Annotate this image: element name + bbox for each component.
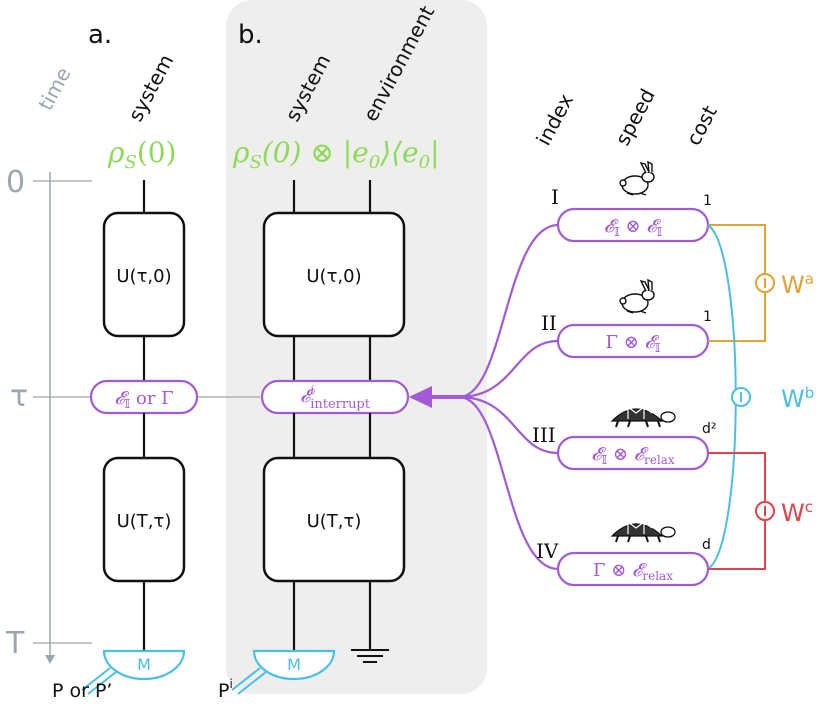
ground-icon [351, 649, 389, 663]
work-b-label: Wb [781, 384, 814, 413]
panel-a-gate-u1-label: U(τ,0) [116, 266, 171, 287]
branch-option-4 [458, 395, 559, 571]
panel-b-probability: Pi [218, 677, 233, 702]
option-2-index: II [541, 311, 557, 335]
panel-b-meter-cable-2 [231, 667, 261, 691]
cost-column-label: cost [681, 101, 722, 149]
panel-a-system-label: system [123, 50, 178, 125]
option-4-index: IV [536, 539, 559, 563]
option-row-1: I 1 𝓔𝕀 ⊗ 𝓔𝕀 [551, 160, 712, 243]
time-tick-0: 0 [6, 165, 25, 200]
option-4-cost: d [702, 537, 711, 553]
branch-option-1 [458, 223, 559, 399]
rabbit-icon [619, 278, 655, 314]
time-axis-label: time [33, 63, 75, 114]
panel-b-interrupt-box [260, 379, 410, 415]
panel-a-label: a. [88, 20, 112, 50]
option-3-cost: d² [702, 421, 717, 437]
option-3-index: III [532, 423, 556, 447]
panel-b-gate-u2-label: U(T,τ) [307, 511, 362, 532]
speed-column-label: speed [610, 85, 660, 150]
option-4-formula: Γ ⊗ 𝓔relax [593, 560, 673, 583]
branch-option-3 [458, 395, 559, 455]
option-row-3: III d² 𝓔𝕀 ⊗ 𝓔relax [532, 406, 717, 471]
panel-a-measurement-label: M [137, 655, 151, 674]
option-1-index: I [551, 185, 559, 209]
panel-a-measurement-icon [102, 649, 186, 681]
panel-b-meter-cable-1 [237, 671, 267, 695]
panel-a-gate-u2-label: U(T,τ) [117, 511, 172, 532]
index-column-label: index [531, 90, 578, 150]
option-2-formula: Γ ⊗ 𝓔𝕀 [606, 332, 661, 355]
work-c-label: Wc [781, 498, 813, 527]
option-1-cost: 1 [703, 193, 712, 209]
panel-a-channel-label: 𝓔𝕀 or Γ [114, 388, 173, 411]
panel-b-gate-u2 [262, 456, 406, 583]
work-a-label: Wa [781, 270, 814, 299]
option-row-4: IV d Γ ⊗ 𝓔relax [536, 521, 711, 587]
panel-a-meter-cable-2 [81, 667, 111, 691]
panel-b-measurement-icon [252, 649, 336, 681]
option-1-formula: 𝓔𝕀 ⊗ 𝓔𝕀 [604, 216, 663, 239]
turtle-icon [610, 521, 676, 543]
panel-b-background [226, 0, 487, 694]
branch-option-2 [458, 339, 559, 399]
time-axis-arrowhead [45, 655, 55, 664]
turtle-icon [610, 406, 676, 428]
time-tick-tau: τ [10, 379, 28, 414]
panel-b-initial-state: ρS(0) ⊗ |e0⟩⟨e0| [232, 136, 440, 173]
rabbit-icon [619, 160, 655, 196]
panel-b-measurement-label: M [287, 655, 301, 674]
panel-b-label: b. [238, 20, 263, 50]
selection-arrowhead [409, 386, 432, 408]
option-row-2: II 1 Γ ⊗ 𝓔𝕀 [541, 278, 712, 359]
panel-a-meter-cable-1 [87, 671, 117, 695]
time-tick-T: T [5, 626, 25, 661]
panel-b-gate-u1 [262, 211, 406, 338]
panel-b-gate-u1-label: U(τ,0) [306, 266, 361, 287]
panel-a-probability: P or P’ [52, 680, 112, 702]
option-2-cost: 1 [703, 309, 712, 325]
panel-a-initial-state: ρS(0) [107, 136, 176, 173]
